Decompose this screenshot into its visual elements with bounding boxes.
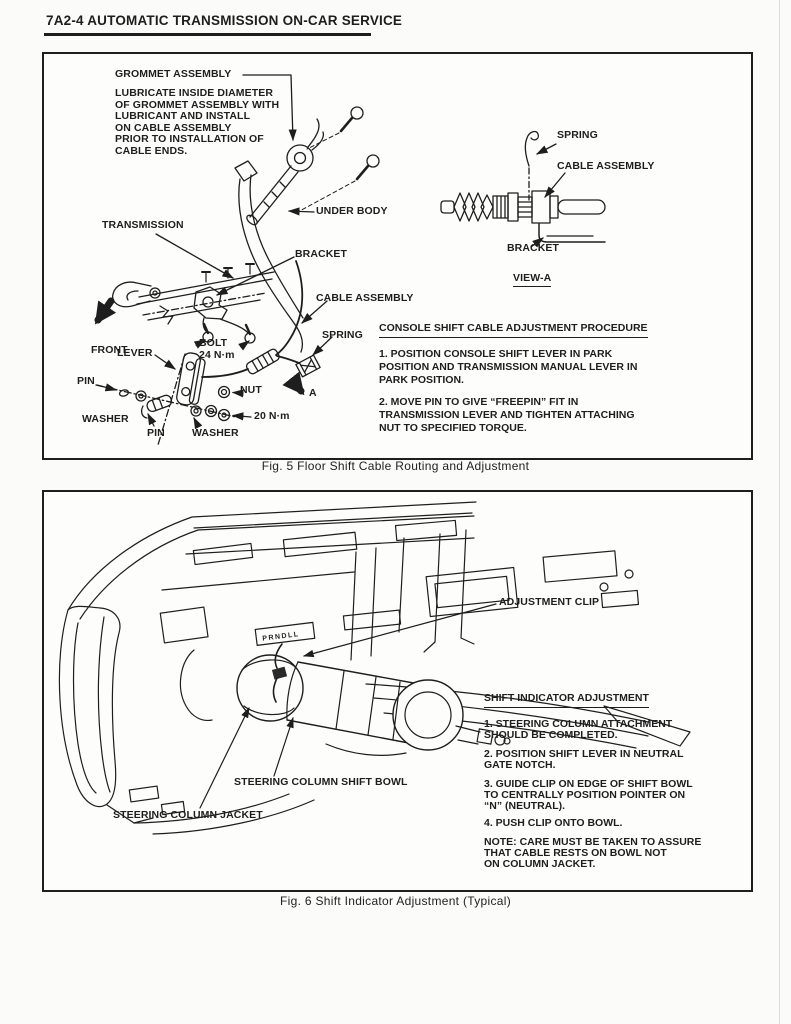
grommet-leader-line bbox=[242, 74, 297, 142]
label-pin-left: PIN bbox=[77, 375, 95, 387]
view-a-spring-part bbox=[524, 130, 540, 167]
adjustment-clip-leader-line bbox=[302, 603, 497, 658]
floor-shift-cable-drawing bbox=[94, 74, 606, 446]
procedure-title: SHIFT INDICATOR ADJUSTMENT bbox=[484, 692, 736, 708]
console-shift-procedure: CONSOLE SHIFT CABLE ADJUSTMENT PROCEDURE… bbox=[379, 322, 709, 444]
label-viewa-spring: SPRING bbox=[557, 129, 598, 141]
label-under-body: UNDER BODY bbox=[316, 205, 388, 217]
label-bracket: BRACKET bbox=[295, 248, 348, 260]
label-pin-bottom: PIN bbox=[147, 427, 165, 439]
label-grommet-note: LUBRICATE INSIDE DIAMETER OF GROMMET ASS… bbox=[115, 87, 280, 157]
lever-part bbox=[176, 352, 206, 406]
procedure-step-1: 1. POSITION CONSOLE SHIFT LEVER IN PARK … bbox=[379, 347, 638, 386]
view-a-cable-end bbox=[440, 190, 606, 224]
procedure-step-4: 4. PUSH CLIP ONTO BOWL. bbox=[484, 816, 623, 829]
scan-edge-artifact bbox=[779, 0, 780, 1024]
transmission-leader-line bbox=[155, 233, 235, 279]
procedure-step-1: 1. STEERING COLUMN ATTACHMENT SHOULD BE … bbox=[484, 717, 673, 741]
adjustment-clip-part bbox=[271, 666, 288, 680]
label-nut-torque: 20 N·m bbox=[254, 410, 290, 422]
procedure-step-2: 2. MOVE PIN TO GIVE “FREEPIN” FIT IN TRA… bbox=[379, 395, 635, 434]
figure-5-box: GROMMET ASSEMBLY LUBRICATE INSIDE DIAMET… bbox=[42, 52, 753, 460]
view-a-bracket-part bbox=[538, 223, 606, 243]
front-direction-arrow bbox=[94, 297, 117, 325]
label-view-direction-a: A bbox=[309, 387, 317, 399]
procedure-note: NOTE: CARE MUST BE TAKEN TO ASSURE THAT … bbox=[484, 835, 702, 870]
label-bolt-torque: 24 N·m bbox=[199, 349, 235, 361]
label-steering-column-jacket: STEERING COLUMN JACKET bbox=[113, 809, 263, 821]
procedure-title: CONSOLE SHIFT CABLE ADJUSTMENT PROCEDURE bbox=[379, 322, 709, 338]
shift-indicator-procedure: SHIFT INDICATOR ADJUSTMENT 1. STEERING C… bbox=[484, 692, 736, 878]
label-lever: LEVER bbox=[117, 347, 153, 359]
label-washer-bottom: WASHER bbox=[192, 427, 239, 439]
column-jacket-leader-line bbox=[199, 707, 250, 809]
label-bolt: BOLT bbox=[199, 337, 228, 349]
shift-bowl-leader-line bbox=[273, 716, 294, 777]
shift-bowl-part bbox=[236, 654, 304, 722]
spring-clip bbox=[295, 354, 321, 378]
label-transmission: TRANSMISSION bbox=[102, 219, 184, 231]
label-front: FRONT bbox=[91, 344, 128, 356]
title-underline bbox=[44, 33, 371, 36]
figure-6-caption: Fig. 6 Shift Indicator Adjustment (Typic… bbox=[280, 894, 511, 908]
label-steering-column-shift-bowl: STEERING COLUMN SHIFT BOWL bbox=[234, 776, 408, 788]
procedure-step-2: 2. POSITION SHIFT LEVER IN NEUTRAL GATE … bbox=[484, 747, 684, 771]
label-viewa-cable-assembly: CABLE ASSEMBLY bbox=[557, 160, 655, 172]
label-cable-assembly: CABLE ASSEMBLY bbox=[316, 292, 414, 304]
figure-5-caption: Fig. 5 Floor Shift Cable Routing and Adj… bbox=[261, 459, 530, 473]
page-title: 7A2-4 AUTOMATIC TRANSMISSION ON-CAR SERV… bbox=[46, 13, 403, 28]
figure-6-box: PRNDLL ADJUSTMENT CLI bbox=[42, 490, 753, 892]
spring-leader-line bbox=[312, 336, 333, 356]
label-nut: NUT bbox=[240, 384, 262, 396]
label-adjustment-clip: ADJUSTMENT CLIP bbox=[499, 596, 600, 608]
label-viewa-bracket: BRACKET bbox=[507, 242, 560, 254]
column-end-ring bbox=[392, 679, 464, 751]
label-spring: SPRING bbox=[322, 329, 363, 341]
label-grommet-assembly: GROMMET ASSEMBLY bbox=[115, 68, 232, 80]
shift-indicator-strip: PRNDLL bbox=[254, 621, 316, 646]
svg-text:PRNDLL: PRNDLL bbox=[262, 631, 300, 643]
shift-indicator-drawing: PRNDLL bbox=[58, 501, 691, 835]
bracket-leader-line bbox=[215, 256, 295, 296]
view-a-direction-arrow bbox=[282, 371, 305, 396]
screw-icon bbox=[339, 106, 380, 181]
label-washer-left: WASHER bbox=[82, 413, 129, 425]
cable-assembly-leader-line bbox=[301, 300, 328, 324]
procedure-step-3: 3. GUIDE CLIP ON EDGE OF SHIFT BOWL TO C… bbox=[484, 777, 693, 812]
under-body-leader-line bbox=[287, 207, 315, 216]
view-a-title: VIEW-A bbox=[513, 272, 552, 287]
